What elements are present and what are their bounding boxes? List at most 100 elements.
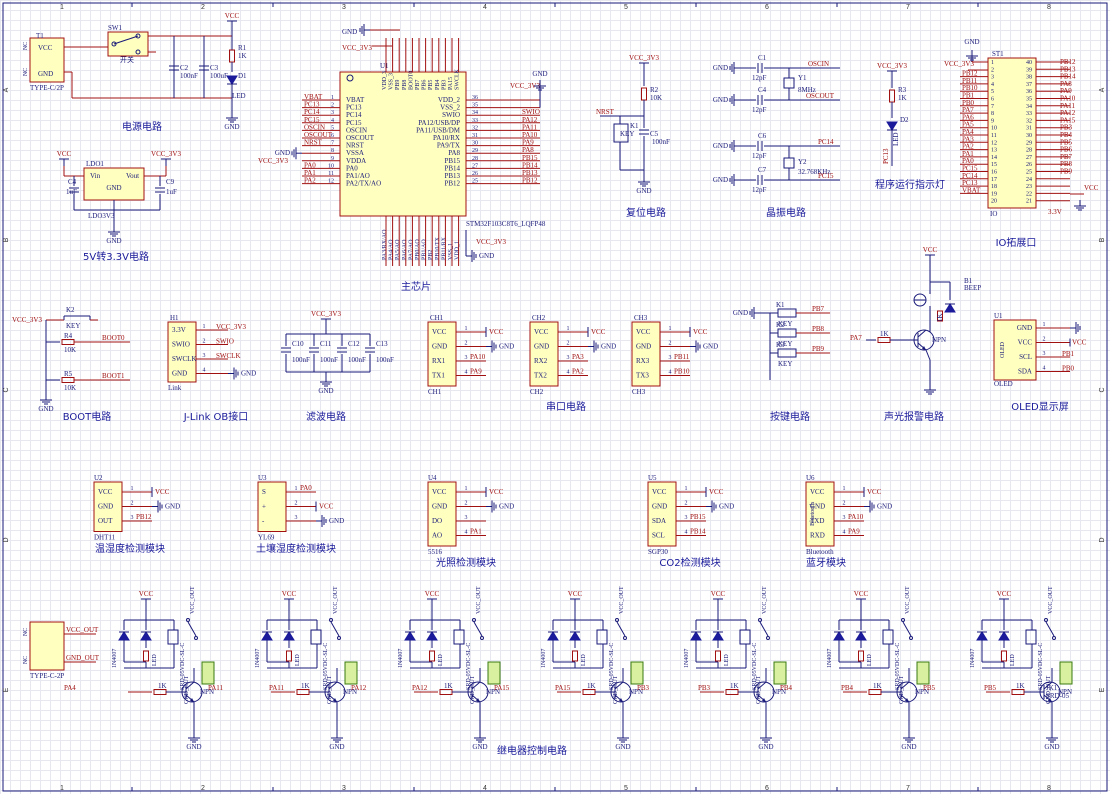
io-pin-number: 19 <box>991 191 997 197</box>
sw1-ref: SW1 <box>108 24 123 32</box>
c2-val: 100nF <box>180 72 198 80</box>
jlink-pin-number: 1 <box>203 324 206 330</box>
relay-out-net: PB5 <box>923 684 936 692</box>
cap-val: 12pF <box>752 152 767 160</box>
module-pin-number: 1 <box>295 486 298 492</box>
mcu-net-label: SWIO <box>522 108 540 116</box>
cap-ref: C6 <box>758 132 767 140</box>
module-pin-number: 1 <box>567 326 570 332</box>
mcu-pin-label: PB0/AO <box>415 239 421 260</box>
mcu-net-label: VCC_3V3 <box>510 82 540 90</box>
mcu-pin-number: 1 <box>331 95 334 101</box>
c5-ref: C5 <box>650 130 659 138</box>
mcu-net-label: PA10 <box>522 131 538 139</box>
mcu-pin-label: PA10/RX <box>433 134 460 142</box>
gnd-label: GND <box>241 370 256 378</box>
mcu-net-label: VCC_3V3 <box>258 157 288 165</box>
io-net-label: PB8 <box>1060 160 1073 168</box>
mcu-pin-label: VSS_1 <box>448 243 454 260</box>
module-part-label: CH2 <box>530 388 544 396</box>
relay-conn-pin: VCC_OUT <box>66 626 99 634</box>
transistor-label: NPN <box>1058 688 1072 696</box>
net-label: PA10 <box>470 353 486 361</box>
jlink-part: Link <box>168 384 182 392</box>
section-title-io: IO拓展口 <box>996 237 1037 249</box>
module-pin-number: 1 <box>465 486 468 492</box>
relay-led: LED <box>867 654 873 666</box>
mcu-pin-label: VDD_2 <box>438 96 461 104</box>
mcu-net-label: VBAT <box>304 93 323 101</box>
power-circuit: T1VCCGNDNCNCTYPE-C/2PSW1开关C2100nFC3100uF… <box>23 12 247 131</box>
relay-in-net: PA4 <box>64 684 76 692</box>
module-ref: U6 <box>806 474 815 482</box>
key-net: PB9 <box>812 345 825 353</box>
mcu-pin-number: 30 <box>472 141 478 147</box>
io-pin-number: 9 <box>991 118 994 124</box>
filter-cap-val: 100nF <box>292 356 310 364</box>
oled-pin-number: 1 <box>1043 322 1046 328</box>
mcu-pin-number: 27 <box>472 163 478 169</box>
mcu-pin-label: OSCOUT <box>346 134 375 142</box>
io-net-label: PA0 <box>962 157 974 165</box>
mcu-net-label: PA8 <box>522 146 534 154</box>
net-label: PA9 <box>848 528 860 536</box>
vcc-label: VCC <box>57 150 72 158</box>
section-title-crystal: 晶振电路 <box>766 206 806 219</box>
mcu-pin-label: PA11/USB/DM <box>416 126 461 134</box>
relay-gnd-out: GND_OUT <box>756 675 762 704</box>
io-net-label: PA1 <box>962 150 974 158</box>
k2-val: KEY <box>66 322 80 330</box>
ldo-part: LDO3V3 <box>88 212 115 220</box>
mcu-pin-label: SWIO <box>442 111 460 119</box>
mcu-net-label: OSCIN <box>304 123 325 131</box>
relay-diode: 1N4007 <box>684 649 690 668</box>
io-net-label: PB3 <box>1060 124 1073 132</box>
mcu-pin-label: VSSA <box>346 149 364 157</box>
cap-ref: C4 <box>758 86 767 94</box>
relay-led: LED <box>581 654 587 666</box>
alarm-res: 1K <box>880 330 889 338</box>
mcu-pin-label: PB1/AO <box>422 239 428 260</box>
module-pin-number: 4 <box>465 370 468 376</box>
mcu-net-label: NRST <box>304 139 323 147</box>
filter-cap-val: 100nF <box>348 356 366 364</box>
relay-gnd-out: GND_OUT <box>184 675 190 704</box>
c3-val: 100uF <box>210 72 228 80</box>
io-pin-number: 35 <box>1026 97 1032 103</box>
mcu-net-label: PA9 <box>522 139 534 147</box>
gnd-label: GND <box>758 743 773 751</box>
module-pin-label: VCC <box>810 488 825 496</box>
relay-vcc-out: VCC_OUT <box>905 586 911 614</box>
mcu-pin-number: 34 <box>472 110 478 116</box>
section-title-boot: BOOT电路 <box>63 410 112 423</box>
mcu-net-label: PB13 <box>522 169 538 177</box>
net-label: VCC <box>319 503 334 511</box>
io-net-label: PB9 <box>1060 168 1073 176</box>
module-part-label: SGP30 <box>648 548 668 556</box>
module-pin-label: VCC <box>652 488 667 496</box>
oled-part: OLED <box>994 380 1013 388</box>
module-pin-label: GND <box>534 343 549 351</box>
border-row-letter: A <box>3 87 10 92</box>
section-title-uart: 串口电路 <box>546 400 586 413</box>
io-net-label: PB0 <box>962 99 975 107</box>
relay-conn-part: TYPE-C-2P <box>30 672 64 680</box>
border-column-number: 3 <box>342 4 346 11</box>
relay-part: SRD-05VDC-SL-C <box>466 643 472 690</box>
oled-net: PB0 <box>1062 365 1075 373</box>
c4-ref: C4 <box>68 178 77 186</box>
io-pin-number: 39 <box>1026 67 1032 73</box>
transistor-label: NPN <box>629 688 643 696</box>
border-column-number: 1 <box>60 4 64 11</box>
transistor-label: NPN <box>772 688 786 696</box>
module-pin-label: + <box>262 503 266 511</box>
mcu-pin-label: PB11/RX <box>441 236 447 260</box>
vcc-label: VCC <box>923 246 938 254</box>
relay-part: SRD-05VDC-SL-C <box>895 643 901 690</box>
module-part-label: YL69 <box>258 534 275 542</box>
